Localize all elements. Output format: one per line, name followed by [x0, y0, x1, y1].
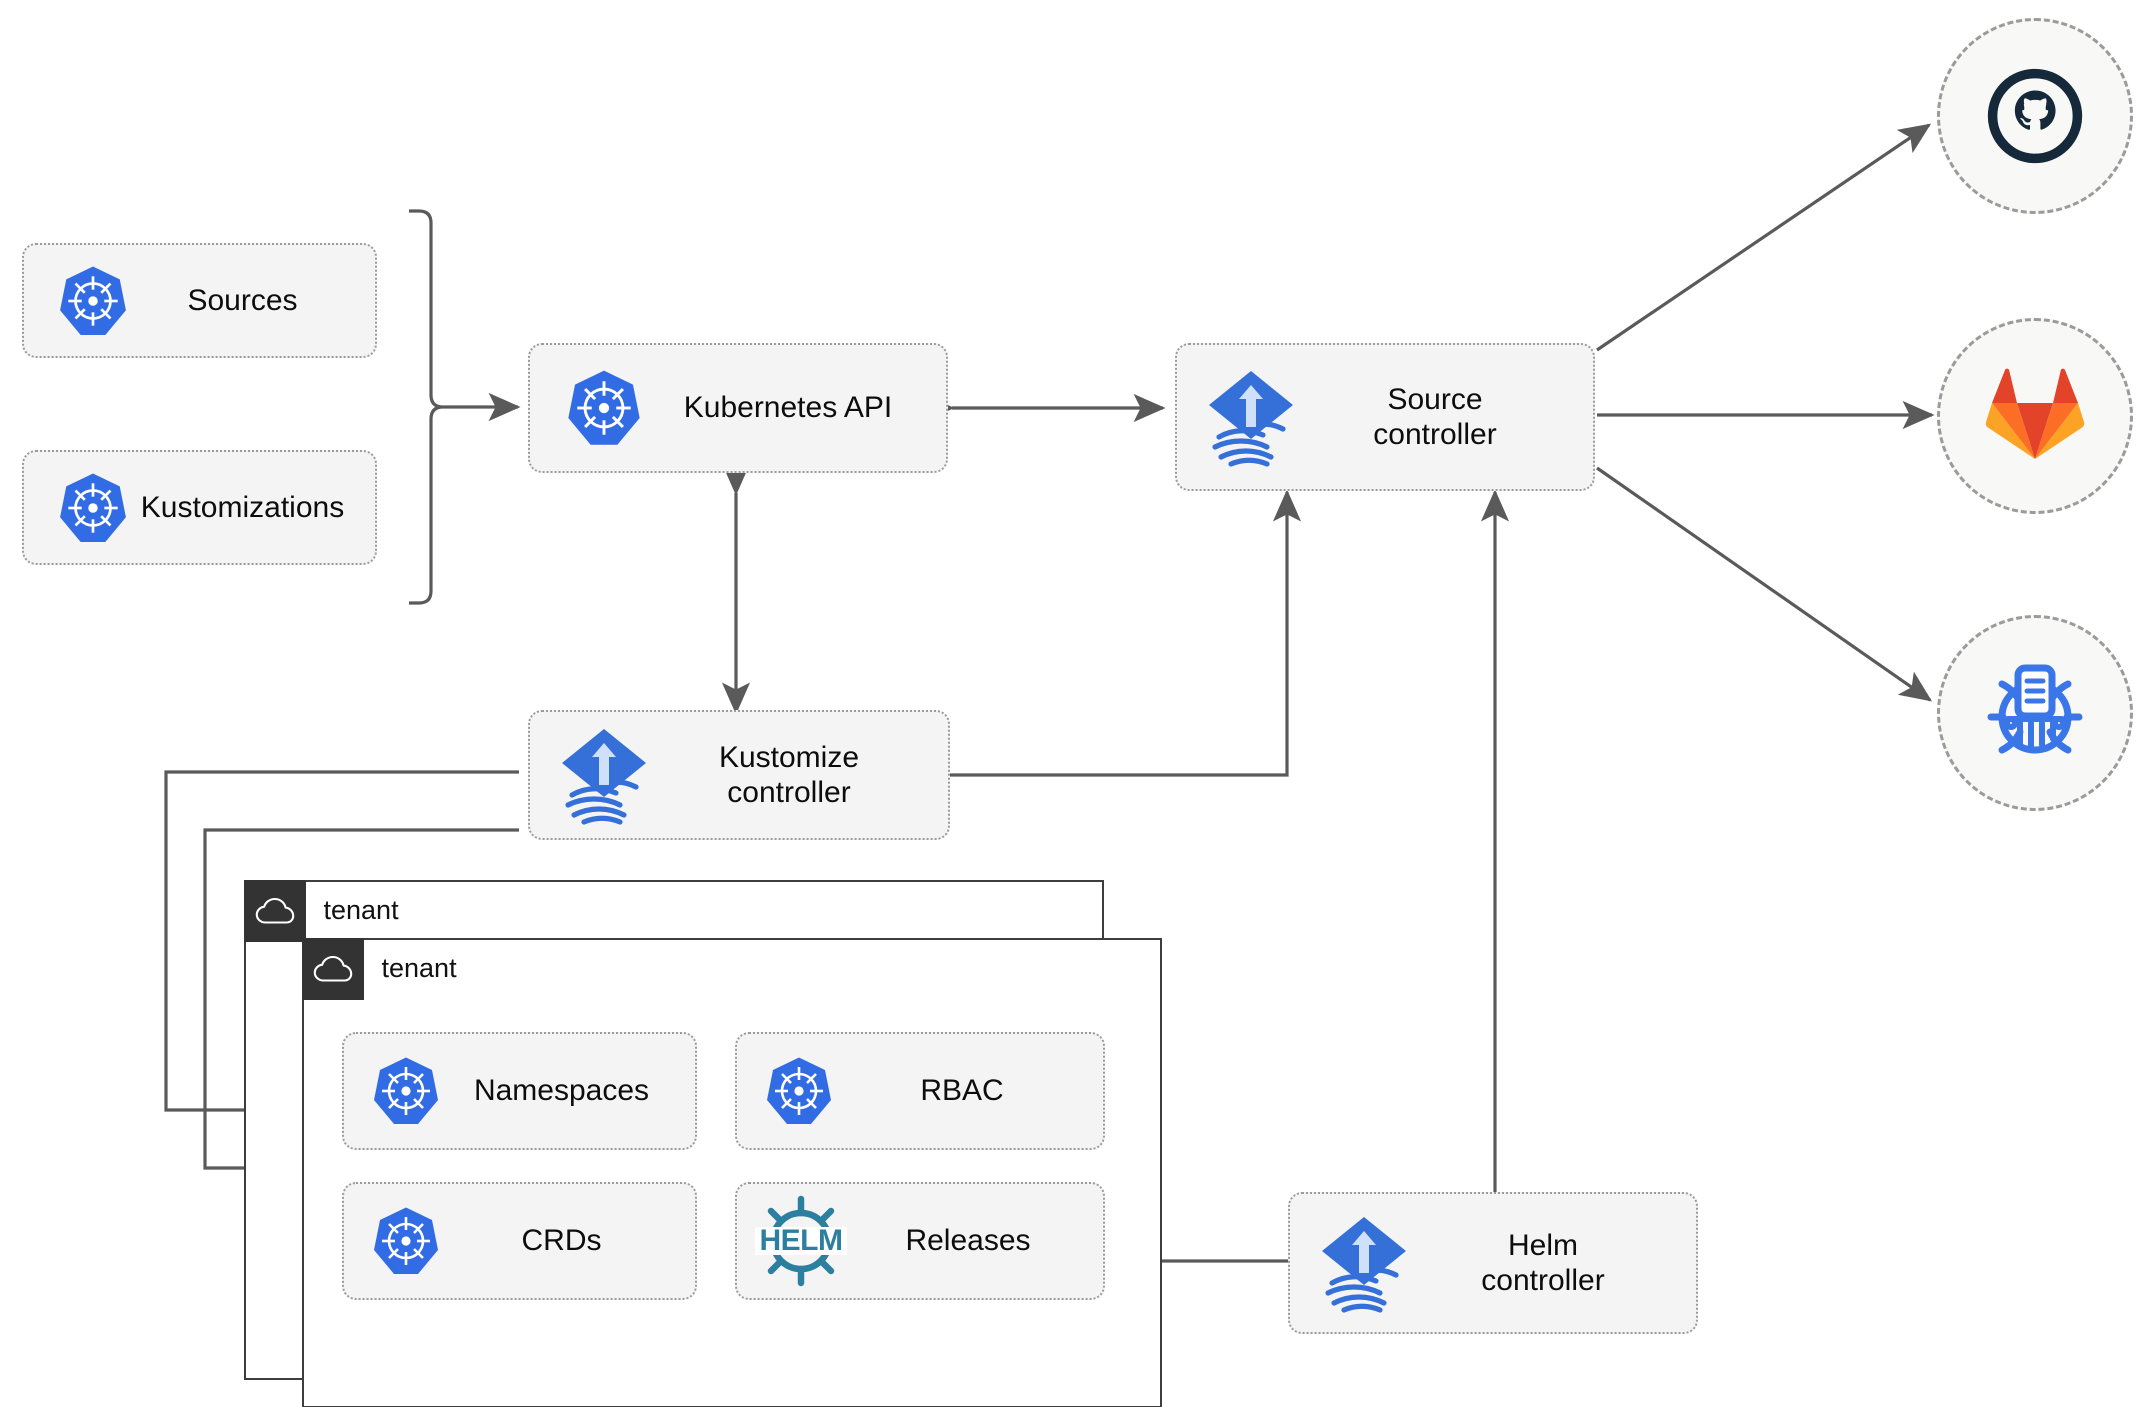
- flux-icon: [1203, 367, 1299, 467]
- node-label: Helm controller: [1481, 1228, 1605, 1297]
- kubernetes-icon: [50, 472, 136, 544]
- node-label: Kubernetes API: [683, 391, 893, 425]
- resource-label: Kustomizations: [140, 490, 345, 524]
- kubernetes-icon: [759, 1056, 839, 1126]
- node-kustomize-controller[interactable]: Kustomize controller: [528, 710, 950, 840]
- tenant-header-front: tenant: [301, 937, 457, 1000]
- gitlab-icon: [1983, 367, 2087, 465]
- resource-node-kustomizations[interactable]: Kustomizations: [22, 450, 377, 565]
- tenant-header-back: tenant: [243, 879, 399, 942]
- edge-kustomize-controller-to-source-controller: [950, 489, 1302, 777]
- tile-rbac[interactable]: RBAC: [735, 1032, 1105, 1150]
- helm-icon: HELM: [751, 1195, 851, 1287]
- node-source-controller[interactable]: Source controller: [1175, 343, 1595, 491]
- node-kubernetes-api[interactable]: Kubernetes API: [528, 343, 948, 473]
- tile-label: CRDs: [521, 1224, 602, 1258]
- tile-namespaces[interactable]: Namespaces: [342, 1032, 697, 1150]
- provider-circle-github[interactable]: [1937, 18, 2133, 214]
- edge-group-bracket: [409, 209, 444, 605]
- tile-releases[interactable]: HELM Releases: [735, 1182, 1105, 1300]
- tenant-container-front[interactable]: tenant: [301, 937, 1162, 1407]
- kubernetes-icon: [556, 369, 652, 447]
- flux-icon: [556, 725, 652, 825]
- provider-circle-gitlab[interactable]: [1937, 318, 2133, 514]
- kubernetes-icon: [366, 1206, 446, 1276]
- kubernetes-icon: [50, 265, 136, 337]
- tile-label: Namespaces: [473, 1074, 650, 1108]
- helm-repository-icon: [1977, 655, 2093, 771]
- kubernetes-icon: [366, 1056, 446, 1126]
- github-icon: [1982, 63, 2088, 169]
- tenant-label: tenant: [381, 953, 457, 983]
- tile-label: RBAC: [920, 1074, 1004, 1108]
- flux-icon: [1316, 1213, 1412, 1313]
- cloud-icon: [301, 937, 364, 1000]
- resource-label: Sources: [187, 283, 298, 317]
- tile-crds[interactable]: CRDs: [342, 1182, 697, 1300]
- svg-text:HELM: HELM: [760, 1224, 843, 1257]
- resource-node-sources[interactable]: Sources: [22, 243, 377, 358]
- tenant-label: tenant: [323, 895, 399, 925]
- edge-source-controller-to-github: [1596, 123, 1932, 352]
- cloud-icon: [243, 879, 306, 942]
- tile-label: Releases: [905, 1224, 1031, 1258]
- node-helm-controller[interactable]: Helm controller: [1288, 1192, 1698, 1334]
- provider-circle-helm-repository[interactable]: [1937, 615, 2133, 811]
- edge-source-controller-to-helm-repository: [1596, 466, 1933, 702]
- node-label: Source controller: [1373, 382, 1497, 451]
- node-label: Kustomize controller: [718, 740, 860, 809]
